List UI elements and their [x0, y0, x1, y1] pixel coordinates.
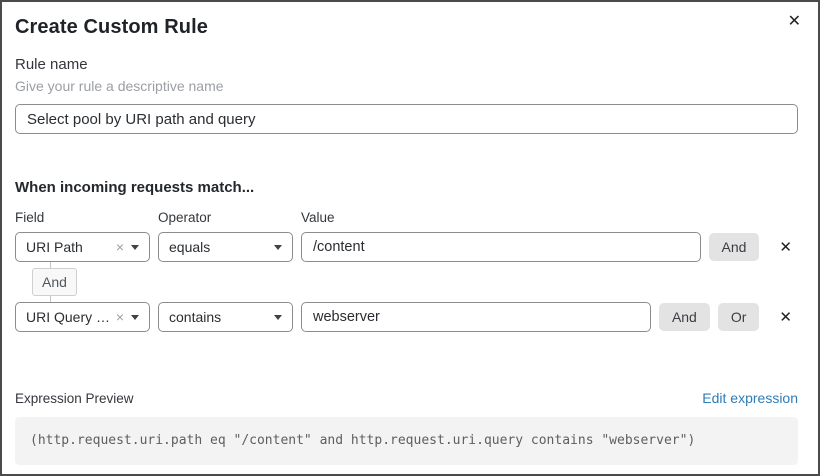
field-select[interactable]: URI Query St... × [15, 302, 150, 332]
operator-column-label: Operator [158, 210, 212, 225]
expression-preview-label: Expression Preview [15, 391, 134, 406]
chevron-down-icon [131, 244, 139, 250]
field-select[interactable]: URI Path × [15, 232, 150, 262]
chevron-down-icon [274, 314, 282, 320]
value-column-label: Value [301, 210, 335, 225]
condition-row: URI Query St... × contains And Or ✕ [15, 302, 798, 332]
edit-expression-link[interactable]: Edit expression [702, 390, 798, 406]
close-icon[interactable]: ✕ [787, 13, 801, 30]
and-button[interactable]: And [658, 303, 710, 331]
value-input[interactable] [301, 232, 701, 262]
operator-select[interactable]: equals [158, 232, 293, 262]
expression-code: (http.request.uri.path eq "/content" and… [15, 417, 798, 465]
condition-row: URI Path × equals And ✕ [15, 232, 798, 262]
rule-name-label: Rule name [15, 56, 88, 73]
operator-select-value: equals [169, 239, 211, 255]
chevron-down-icon [131, 314, 139, 320]
remove-condition-icon[interactable]: ✕ [779, 239, 792, 256]
value-input[interactable] [301, 302, 651, 332]
remove-condition-icon[interactable]: ✕ [779, 309, 792, 326]
and-connector-badge: And [32, 268, 77, 296]
rule-name-hint: Give your rule a descriptive name [15, 78, 224, 94]
operator-select[interactable]: contains [158, 302, 293, 332]
field-select-value: URI Query St... [26, 309, 112, 325]
condition-column-labels: Field Operator Value [15, 210, 798, 226]
and-button[interactable]: And [708, 233, 760, 261]
or-button[interactable]: Or [717, 303, 760, 331]
expression-preview-header: Expression Preview Edit expression [15, 390, 798, 407]
clear-icon[interactable]: × [115, 309, 124, 325]
match-heading: When incoming requests match... [15, 179, 255, 196]
page-title: Create Custom Rule [15, 16, 208, 38]
clear-icon[interactable]: × [115, 239, 124, 255]
field-column-label: Field [15, 210, 45, 225]
chevron-down-icon [274, 244, 282, 250]
operator-select-value: contains [169, 309, 222, 325]
condition-connector: And [15, 262, 798, 302]
rule-name-input[interactable] [15, 104, 798, 134]
field-select-value: URI Path [26, 239, 83, 255]
